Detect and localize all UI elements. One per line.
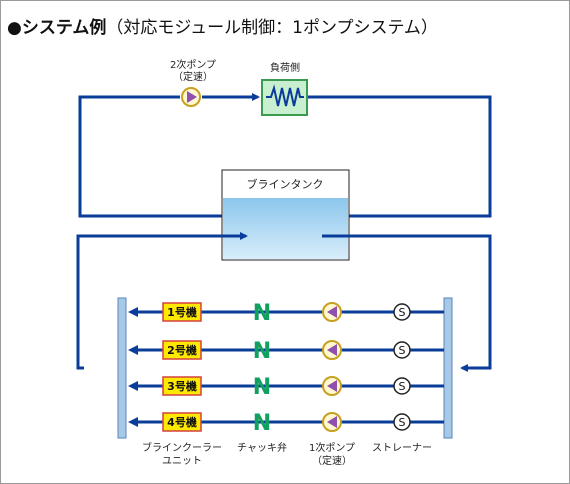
- brine-tank-label: ブラインタンク: [247, 177, 324, 191]
- primary-pump-icon: [327, 306, 337, 318]
- brine-tank: ブラインタンク: [221, 169, 350, 261]
- coil-icon: [266, 84, 304, 107]
- strainer-ring: [393, 377, 411, 395]
- strainer-icon: S: [399, 306, 406, 319]
- secondary-pump-label-2: （定速）: [173, 70, 213, 83]
- page-title: ●システム例（対応モジュール制御：1ポンプシステム）: [7, 13, 438, 38]
- tank-to-unit-inlet: [322, 234, 492, 372]
- primary-pump-icon: [327, 416, 337, 428]
- primary-pump-icon: [327, 344, 337, 356]
- supply-pipe-left: [78, 95, 222, 218]
- return-pipe-right: [307, 95, 492, 220]
- row-flow-arrow: [128, 381, 138, 391]
- cooler-unit-box: [162, 376, 202, 396]
- tank-water: [223, 198, 348, 259]
- unit-row: 2号機 N S: [128, 339, 444, 364]
- cooler-unit-label: 3号機: [167, 379, 197, 393]
- secondary-pump-label-1: 2次ポンプ: [170, 58, 216, 71]
- cooler-unit-label: 4号機: [167, 415, 197, 429]
- title-sub: （対応モジュール制御：1ポンプシステム）: [106, 18, 438, 38]
- secondary-pump-icon: [187, 91, 197, 103]
- strainer-ring: [393, 303, 411, 321]
- strainer-ring: [393, 413, 411, 431]
- cooler-unit-label: 1号機: [167, 305, 197, 319]
- unit-rows: 1号機 N S 2号機 N S 3号機 N S 4号機 N S: [128, 301, 444, 436]
- primary-pump-label-1: 1次ポンプ: [309, 441, 355, 454]
- strainer-icon: S: [399, 344, 406, 357]
- check-valve-icon: N: [253, 339, 271, 364]
- outlet-header: [117, 297, 127, 439]
- primary-pump-label-2: （定速）: [312, 454, 352, 467]
- primary-pump-icon: [327, 380, 337, 392]
- cooler-unit-box: [162, 302, 202, 322]
- top-loop-pipe: [78, 93, 492, 220]
- row-flow-arrow: [128, 307, 138, 317]
- cooler-unit-box: [162, 340, 202, 360]
- unit-outlet-to-tank: [76, 232, 248, 370]
- title-main: ●システム例: [7, 18, 107, 38]
- check-valve-label: チャッキ弁: [237, 441, 287, 454]
- row-flow-arrow: [128, 417, 138, 427]
- unit-row: 4号機 N S: [128, 411, 444, 436]
- strainer-icon: S: [399, 380, 406, 393]
- strainer-label: ストレーナー: [372, 442, 432, 454]
- load-side-label: 負荷側: [270, 61, 300, 74]
- strainer-ring: [393, 341, 411, 359]
- cooler-unit-label: 2号機: [167, 343, 197, 357]
- cooler-unit-label-1: ブラインクーラー: [142, 441, 222, 454]
- secondary-pump: 2次ポンプ （定速）: [170, 58, 216, 107]
- check-valve-icon: N: [253, 411, 271, 436]
- check-valve-icon: N: [253, 375, 271, 400]
- cooler-unit-label-2: ユニット: [162, 456, 202, 467]
- row-flow-arrow: [128, 345, 138, 355]
- unit-row: 3号機 N S: [128, 375, 444, 400]
- lower-loop-pipe: [76, 232, 492, 372]
- unit-row: 1号機 N S: [128, 301, 444, 326]
- cooler-unit-box: [162, 412, 202, 432]
- check-valve-icon: N: [253, 301, 271, 326]
- inlet-header: [443, 297, 453, 439]
- load-side: 負荷側: [261, 61, 308, 116]
- strainer-icon: S: [399, 416, 406, 429]
